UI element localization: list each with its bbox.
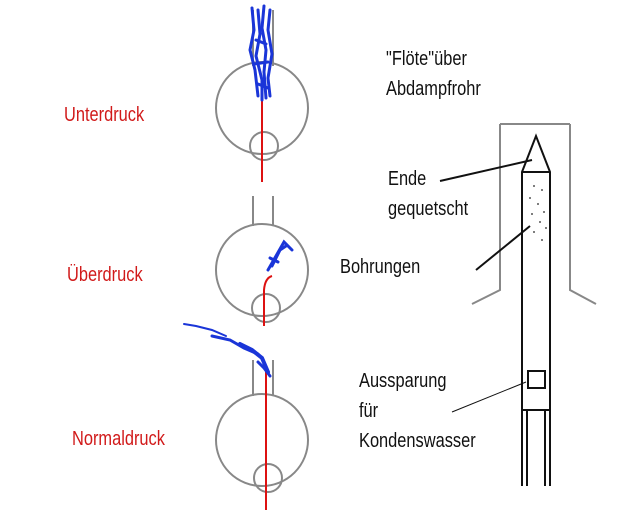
end-line1: Ende: [388, 168, 427, 190]
recess-line3: Kondenswasser: [359, 430, 476, 452]
label-unterdruck: Unterdruck: [64, 104, 145, 126]
valve-port-circle: [249, 131, 279, 161]
steam-plume-side: [266, 239, 294, 272]
flute-tube: [521, 133, 551, 486]
condensate-recess: [527, 370, 546, 389]
steam-plume-up: [248, 4, 274, 102]
exhaust-pipe: [471, 123, 597, 305]
leader-end: [439, 159, 533, 182]
end-line2: gequetscht: [388, 198, 469, 220]
flute-bores: [529, 185, 547, 241]
label-ueberdruck: Überdruck: [67, 264, 143, 286]
valve-normaldruck: [215, 360, 309, 493]
recess-line1: Aussparung: [359, 370, 447, 392]
flute-title: "Flöte"über Abdampfrohr: [386, 44, 481, 104]
label-bores: Bohrungen: [340, 256, 421, 278]
recess-line2: für: [359, 400, 379, 422]
valve-ueberdruck: [215, 196, 309, 323]
label-normaldruck: Normaldruck: [72, 428, 165, 450]
label-recess: Aussparung für Kondenswasser: [359, 366, 476, 456]
flute-title-line1: "Flöte"über: [386, 48, 467, 70]
bore-line-ueberdruck: [263, 275, 273, 326]
label-end-squeezed: Ende gequetscht: [388, 164, 468, 224]
leader-recess: [451, 381, 527, 413]
steam-plume-drift: [183, 323, 272, 378]
flute-title-line2: Abdampfrohr: [386, 78, 481, 100]
leader-bores: [475, 225, 531, 271]
